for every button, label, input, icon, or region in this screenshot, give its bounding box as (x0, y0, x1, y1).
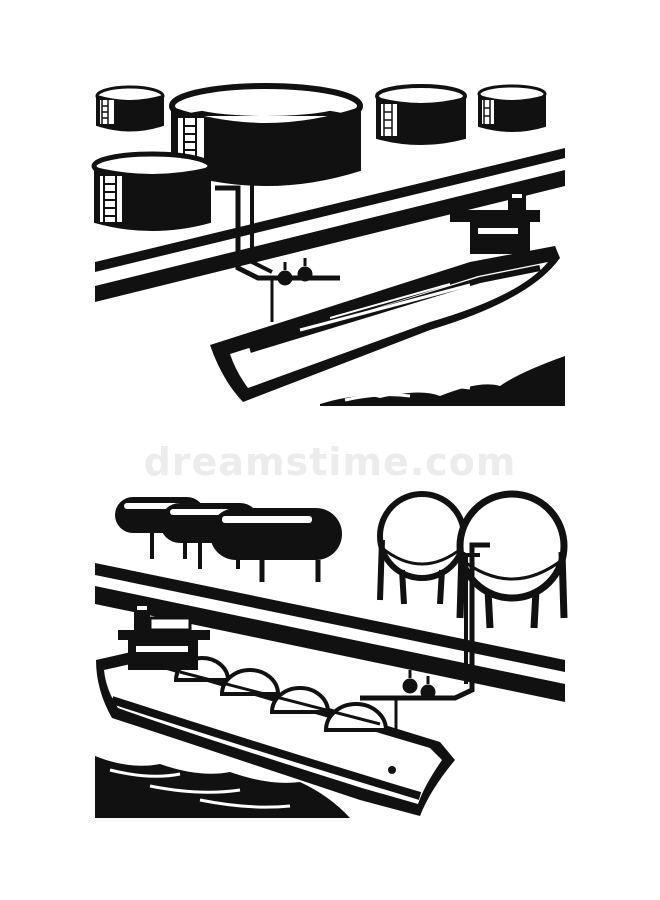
oil-terminal-scene (91, 83, 565, 406)
lng-terminal-scene (95, 490, 568, 818)
pipeline (215, 174, 340, 322)
spherical-gas-tank (377, 491, 467, 605)
spherical-gas-tank (456, 490, 568, 629)
gas-cylinder-tank (210, 508, 342, 582)
water (320, 356, 565, 406)
storage-tank (95, 85, 165, 132)
quay (95, 563, 565, 702)
pipeline (360, 542, 490, 730)
storage-tank (477, 84, 547, 132)
water (95, 756, 350, 818)
storage-tank-large (169, 83, 363, 186)
oil-tanker (210, 188, 560, 402)
storage-tank (91, 151, 213, 231)
storage-tank (375, 84, 467, 145)
watermark: dreamstime.com (143, 440, 517, 484)
quay (95, 148, 565, 302)
lng-carrier (96, 600, 455, 816)
